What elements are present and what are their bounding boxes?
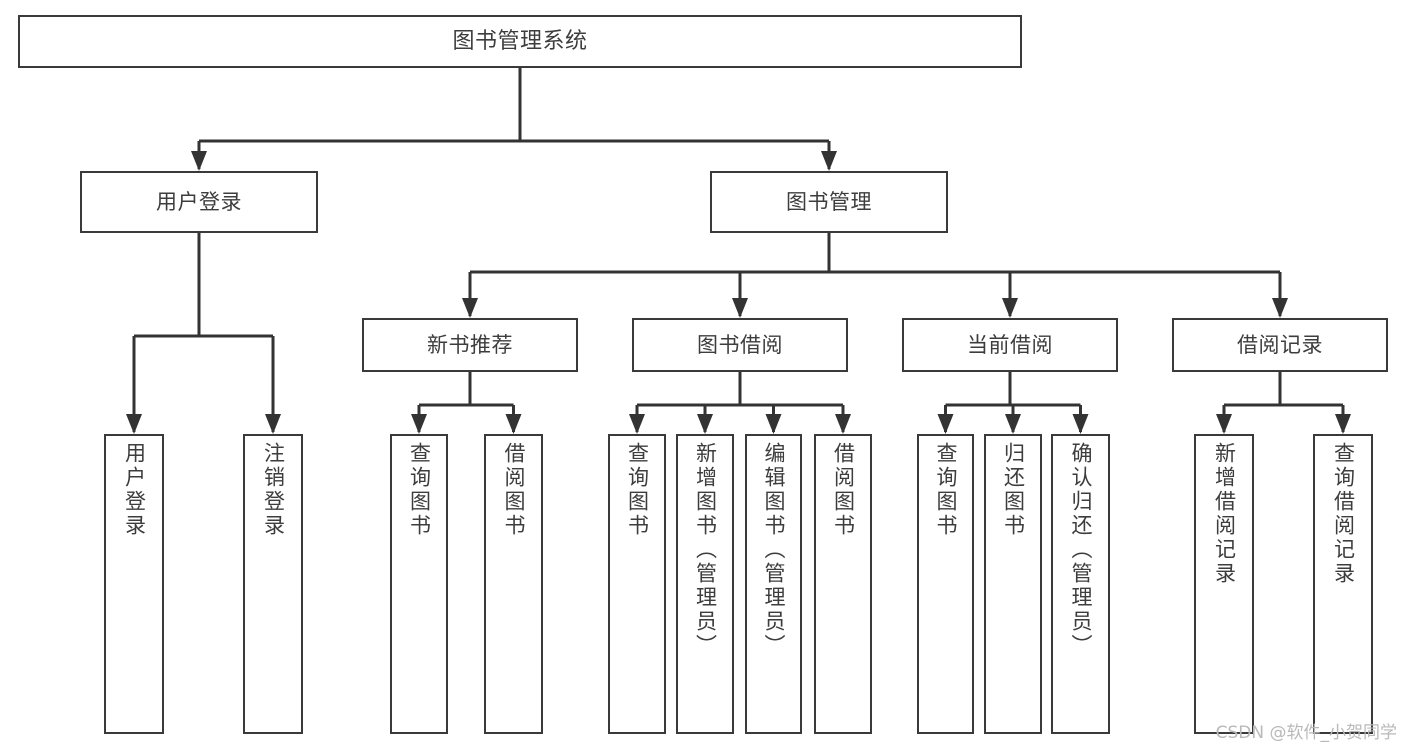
node-label: 借阅记录 (1237, 332, 1323, 357)
node-new-book-rec[interactable]: 新书推荐 (362, 318, 578, 372)
node-label: 用户登录 (156, 189, 242, 214)
edge-arrowhead (1335, 414, 1351, 434)
edge-arrowhead (1005, 414, 1021, 434)
edge-arrowhead (821, 151, 837, 171)
node-label: 借阅图书 (831, 442, 856, 538)
node-leaf-borrow-book-1[interactable]: 借阅图书 (484, 434, 543, 734)
node-book-manage[interactable]: 图书管理 (710, 171, 948, 233)
edge-arrowhead (265, 414, 281, 434)
node-label: 确认归还（管理员） (1069, 442, 1093, 658)
node-label: 编辑图书（管理员） (762, 442, 786, 658)
node-leaf-borrow-book-2[interactable]: 借阅图书 (814, 434, 872, 734)
node-label: 查询借阅记录 (1331, 442, 1356, 586)
node-leaf-query-record[interactable]: 查询借阅记录 (1313, 434, 1373, 734)
node-leaf-query-book-1[interactable]: 查询图书 (390, 434, 448, 734)
node-label: 图书借阅 (697, 332, 783, 357)
edge-arrowhead (191, 151, 207, 171)
edge-arrowhead (1272, 298, 1288, 318)
watermark-label: CSDN @软件_小贺同学 (1215, 723, 1397, 743)
edge-arrowhead (1216, 414, 1232, 434)
edge-arrowhead (462, 298, 478, 318)
node-book-borrow[interactable]: 图书借阅 (632, 318, 848, 372)
node-label: 查询图书 (625, 442, 650, 538)
node-leaf-add-book[interactable]: 新增图书（管理员） (676, 434, 734, 734)
node-label: 用户登录 (122, 442, 147, 538)
edge-arrowhead (937, 414, 954, 434)
node-leaf-query-book-3[interactable]: 查询图书 (917, 434, 974, 734)
edge-arrowhead (126, 414, 142, 434)
node-leaf-confirm-return[interactable]: 确认归还（管理员） (1051, 434, 1110, 734)
edge-arrowhead (732, 298, 748, 318)
node-leaf-user-logout[interactable]: 注销登录 (243, 434, 303, 734)
node-label: 新书推荐 (427, 332, 513, 357)
node-label: 借阅图书 (502, 442, 526, 538)
node-label: 新增借阅记录 (1212, 442, 1237, 586)
node-label: 当前借阅 (967, 332, 1053, 357)
node-root[interactable]: 图书管理系统 (18, 15, 1022, 68)
node-leaf-edit-book[interactable]: 编辑图书（管理员） (745, 434, 802, 734)
node-label: 查询图书 (407, 442, 432, 538)
node-label: 图书管理 (786, 189, 872, 214)
node-user-login[interactable]: 用户登录 (80, 171, 318, 233)
edge-arrowhead (629, 414, 645, 434)
node-label: 查询图书 (934, 442, 958, 538)
node-leaf-return-book[interactable]: 归还图书 (984, 434, 1042, 734)
node-label: 图书管理系统 (452, 28, 588, 54)
node-label: 新增图书（管理员） (693, 442, 718, 658)
node-leaf-query-book-2[interactable]: 查询图书 (608, 434, 666, 734)
node-borrow-record[interactable]: 借阅记录 (1172, 318, 1388, 372)
edge-arrowhead (505, 414, 522, 434)
edge-arrowhead (765, 414, 782, 434)
edge-arrowhead (1072, 414, 1089, 434)
node-label: 归还图书 (1001, 442, 1026, 538)
edge-arrowhead (835, 414, 851, 434)
node-label: 注销登录 (261, 442, 286, 538)
node-leaf-user-login[interactable]: 用户登录 (104, 434, 164, 734)
edge-arrowhead (697, 414, 713, 434)
node-leaf-add-record[interactable]: 新增借阅记录 (1194, 434, 1254, 734)
edge-arrowhead (1002, 298, 1018, 318)
edge-arrowhead (411, 414, 427, 434)
node-current-borrow[interactable]: 当前借阅 (902, 318, 1118, 372)
